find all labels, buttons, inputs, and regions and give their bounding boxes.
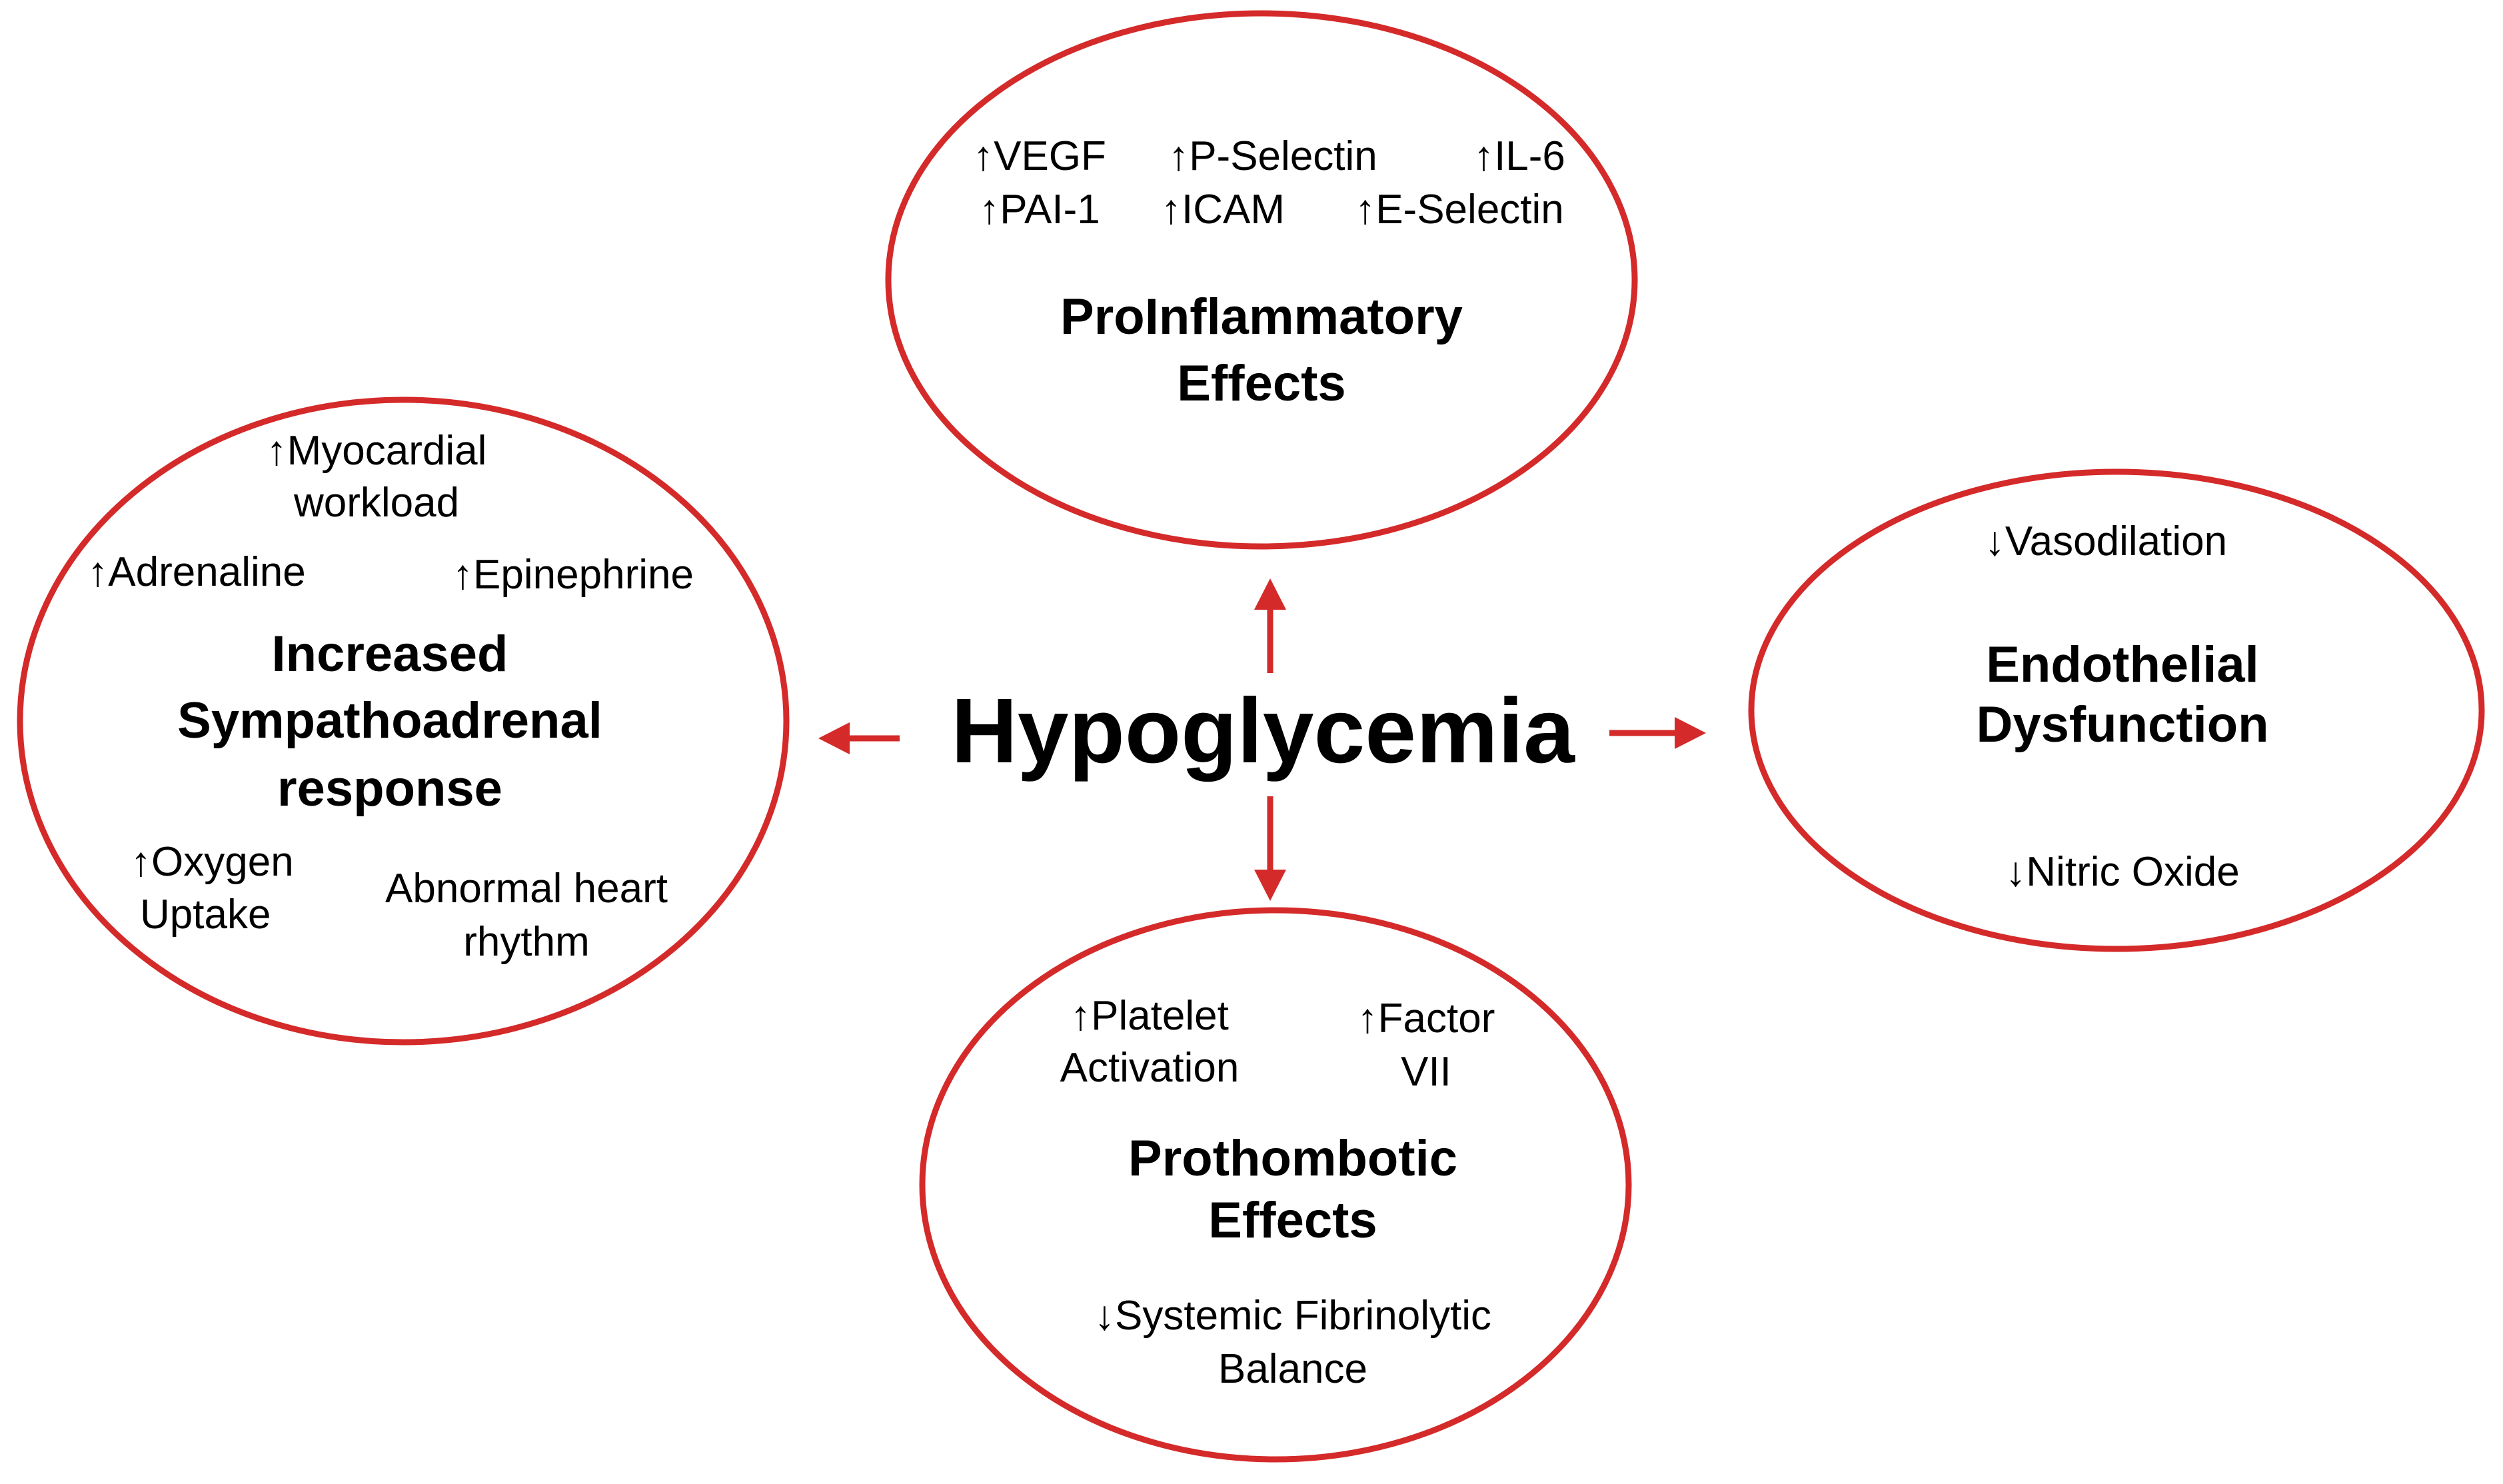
sympathoadrenal-title-line3: response (277, 760, 502, 817)
center-label: Hypoglycemia (951, 680, 1575, 782)
endothelial-ellipse (1748, 468, 2485, 952)
sympathoadrenal-title-line1: Increased (271, 626, 508, 682)
arrow-left (818, 722, 900, 754)
icam-item: ↑ICAM (1161, 187, 1285, 233)
rhythm-item-line2: rhythm (463, 919, 590, 965)
p-selectin-item: ↑P-Selectin (1168, 133, 1377, 179)
proinflammatory-title-line2: Effects (1177, 355, 1346, 412)
sympathoadrenal-title-line2: Sympathoadrenal (177, 692, 602, 749)
proinflammatory-ellipse (885, 10, 1638, 550)
e-selectin-item: ↑E-Selectin (1355, 187, 1564, 233)
rhythm-item-line1: Abnormal heart (385, 866, 668, 912)
platelet-item-line2: Activation (1060, 1045, 1240, 1091)
prothrombotic-title-line2: Effects (1208, 1192, 1377, 1249)
epinephrine-item: ↑Epinephrine (452, 552, 694, 598)
vegf-item: ↑VEGF (973, 133, 1106, 179)
il6-item: ↑IL-6 (1473, 133, 1565, 179)
factor-item-line1: ↑Factor (1357, 996, 1495, 1042)
myocardial-item-line2: workload (293, 480, 460, 526)
prothrombotic-title-line1: Prothombotic (1128, 1130, 1457, 1187)
factor-item-line2: VII (1401, 1049, 1451, 1095)
fibrinolytic-item-line2: Balance (1218, 1346, 1368, 1392)
adrenaline-item: ↑Adrenaline (87, 549, 306, 595)
prothrombotic-ellipse (919, 907, 1632, 1463)
oxygen-item-line1: ↑Oxygen (131, 839, 294, 885)
arrow-down (1254, 796, 1286, 901)
platelet-item-line1: ↑Platelet (1070, 993, 1229, 1039)
myocardial-item-line1: ↑Myocardial (266, 428, 487, 474)
vasodilation-item: ↓Vasodilation (1984, 518, 2228, 564)
nitric-oxide-item: ↓Nitric Oxide (2005, 849, 2240, 895)
proinflammatory-title-line1: ProInflammatory (1060, 289, 1463, 345)
fibrinolytic-item-line1: ↓Systemic Fibrinolytic (1094, 1293, 1491, 1339)
sympathoadrenal-ellipse (17, 396, 790, 1046)
pai1-item: ↑PAI-1 (979, 187, 1100, 233)
arrow-right (1609, 717, 1706, 749)
oxygen-item-line2: Uptake (140, 892, 271, 938)
arrow-up (1254, 578, 1286, 673)
endothelial-title-line2: Dysfunction (1976, 696, 2269, 753)
endothelial-title-line1: Endothelial (1986, 636, 2259, 693)
